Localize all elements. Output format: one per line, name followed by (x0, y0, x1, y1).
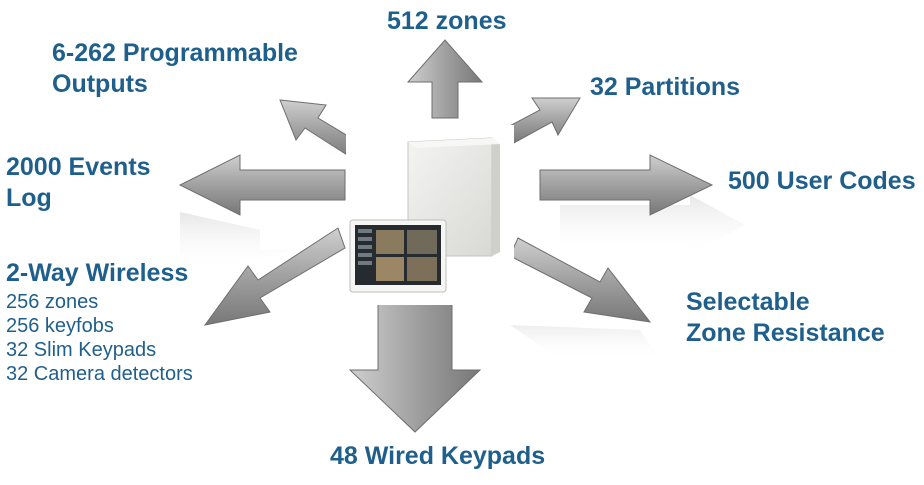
arrow-upright-partitions (501, 97, 581, 145)
feature-outputs-line2: Outputs (52, 70, 148, 98)
arrow-down-keypads (348, 299, 482, 433)
arrow-reflections (180, 110, 745, 360)
arrow-left-events (178, 154, 346, 216)
feature-resistance-line2: Zone Resistance (686, 319, 885, 347)
wireless-item: 256 zones (6, 291, 99, 313)
arrow-downright-resistance (509, 237, 652, 323)
feature-outputs-line1: 6-262 Programmable (52, 39, 298, 67)
feature-events-line1: 2000 Events (6, 153, 151, 181)
feature-resistance-line1: Selectable (686, 288, 810, 316)
feature-events-line2: Log (6, 184, 52, 212)
wireless-item: 256 keyfobs (6, 315, 114, 337)
wireless-item: 32 Slim Keypads (6, 339, 157, 361)
arrow-downleft-wireless (203, 227, 346, 326)
feature-user-codes: 500 User Codes (728, 167, 916, 195)
feature-wireless-title: 2-Way Wireless (6, 259, 189, 287)
arrow-up-zones (406, 39, 484, 119)
feature-programmable-outputs: 6-262 Programmable Outputs (52, 38, 298, 100)
feature-zone-resistance: Selectable Zone Resistance (686, 287, 885, 349)
feature-partitions: 32 Partitions (590, 73, 741, 101)
feature-zones: 512 zones (387, 7, 507, 35)
wireless-item: 32 Camera detectors (6, 363, 193, 385)
product-image (346, 125, 514, 305)
feature-events-log: 2000 Events Log (6, 152, 151, 214)
arrow-right-usercodes (539, 154, 714, 216)
feature-wired-keypads: 48 Wired Keypads (330, 442, 546, 470)
wireless-details: 256 zones 256 keyfobs 32 Slim Keypads 32… (6, 290, 193, 386)
